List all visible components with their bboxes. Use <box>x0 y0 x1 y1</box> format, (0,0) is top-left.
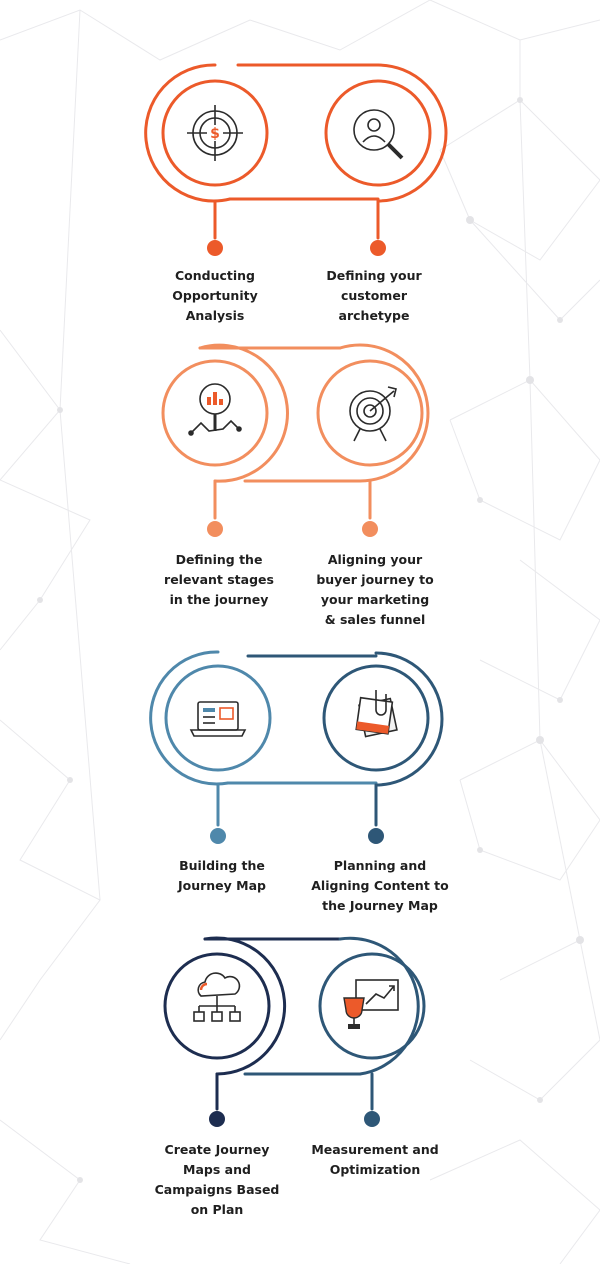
row-3-rings <box>149 650 444 827</box>
magnify-chart-icon <box>188 383 242 436</box>
step-label-7: Create Journey Maps and Campaigns Based … <box>154 1142 280 1217</box>
step-label-6: Planning and Aligning Content to the Jou… <box>311 858 449 913</box>
magnify-person-icon <box>353 109 404 160</box>
step-label-8: Measurement and Optimization <box>311 1142 439 1177</box>
row-1-right-dot <box>370 240 386 256</box>
target-arrow-icon <box>349 386 397 442</box>
cloud-network-icon <box>193 972 241 1022</box>
row-1-rings <box>144 63 448 240</box>
step-label-3: Defining the relevant stages in the jour… <box>164 552 274 607</box>
row-4-left-dot <box>209 1111 225 1127</box>
row-3-connector-graphic <box>149 650 444 844</box>
step-row-4: Create Journey Maps and Campaigns Based … <box>0 934 600 1234</box>
step-row-1: $ Conducting Opportunity Analysis Defini… <box>0 60 600 340</box>
step-row-3: Building the Journey Map Planning and Al… <box>0 650 600 930</box>
row-2-right-dot <box>362 521 378 537</box>
row-3-left-dot <box>210 828 226 844</box>
row-4-rings <box>163 936 426 1111</box>
step-label-4: Aligning your buyer journey to your mark… <box>316 552 434 627</box>
step-label-2: Defining your customer archetype <box>326 268 422 323</box>
row-4-right-dot <box>364 1111 380 1127</box>
row-2-left-dot <box>207 521 223 537</box>
target-dollar-icon: $ <box>187 105 243 161</box>
documents-clip-icon <box>355 690 398 738</box>
row-4-connector-graphic <box>163 936 426 1127</box>
row-2-connector-graphic <box>161 343 430 537</box>
step-label-1: Conducting Opportunity Analysis <box>172 268 258 323</box>
row-1-left-dot <box>207 240 223 256</box>
row-1-connector-graphic: $ <box>144 63 448 256</box>
step-label-5: Building the Journey Map <box>177 858 266 893</box>
row-2-rings <box>161 343 430 520</box>
svg-text:$: $ <box>210 126 220 142</box>
step-row-2: Defining the relevant stages in the jour… <box>0 343 600 643</box>
laptop-icon <box>189 701 247 737</box>
row-3-right-dot <box>368 828 384 844</box>
trophy-chart-icon <box>343 979 399 1029</box>
